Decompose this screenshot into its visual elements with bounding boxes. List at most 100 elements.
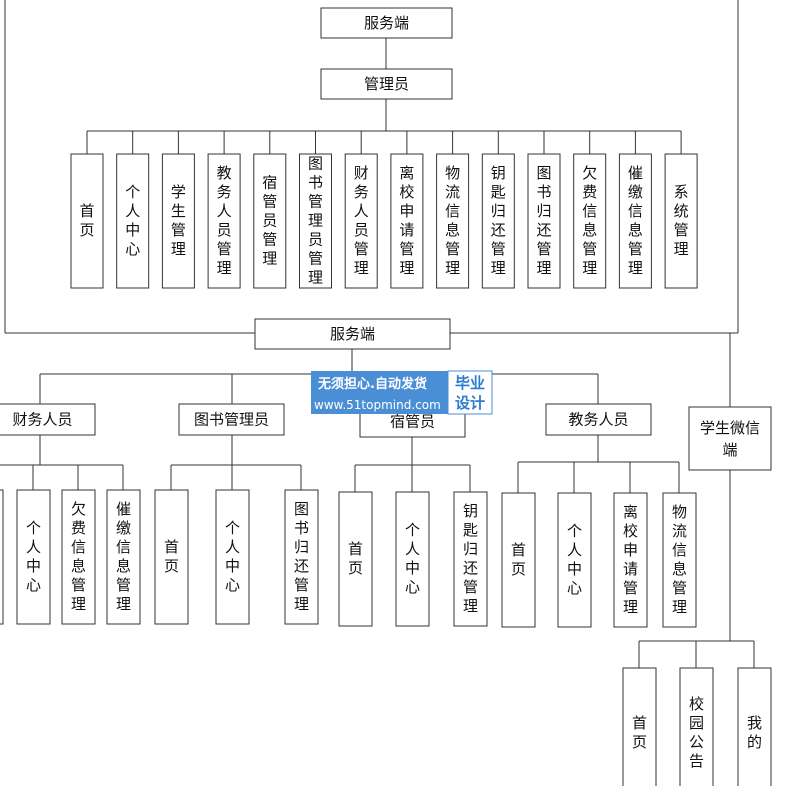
admin-module-label: 欠费信息管理: [582, 164, 597, 277]
academic-module-label: 首页: [511, 541, 526, 578]
admin-module: 个人中心: [116, 153, 150, 289]
admin-module-label: 学生管理: [171, 183, 186, 258]
role-dorm-label: 宿管员: [390, 413, 435, 431]
finance-module-label: 欠费信息管理: [71, 500, 86, 613]
watermark-badge-bg: [447, 370, 493, 415]
admin-module-box: [70, 153, 104, 289]
admin-module-box: [527, 153, 561, 289]
dorm-module-label: 钥匙归还管理: [463, 502, 478, 615]
admin-module-label: 系统管理: [674, 183, 689, 258]
admin-module: 图书管理员管理: [299, 153, 332, 289]
admin-module-label: 财务人员管理: [354, 164, 369, 277]
librarian-module-label: 图书归还管理: [294, 500, 309, 613]
mid-server-node: 服务端: [254, 318, 451, 350]
admin-node-box: [320, 68, 453, 100]
admin-module-label: 个人中心: [125, 183, 140, 258]
admin-module-box: [436, 153, 470, 289]
finance-module: 个人中心: [16, 489, 51, 625]
finance-module: 催缴信息管理: [106, 489, 141, 625]
admin-module-box: [253, 153, 287, 289]
admin-module: 系统管理: [664, 153, 698, 289]
wechat-module: 校园公告: [679, 667, 714, 786]
admin-module-label: 离校申请管理: [399, 164, 414, 277]
admin-module-box: [390, 153, 424, 289]
role-wechat-box: [688, 406, 772, 471]
dorm-module-label: 首页: [348, 540, 363, 577]
wechat-module-box: [679, 667, 714, 786]
admin-module: 首页: [70, 153, 104, 289]
admin-node-label: 管理员: [364, 75, 409, 93]
academic-module-box: [662, 492, 697, 628]
admin-module-box: [116, 153, 150, 289]
role-librarian-box: [178, 403, 285, 436]
academic-module-label: 物流信息管理: [672, 503, 687, 616]
admin-module: 离校申请管理: [390, 153, 424, 289]
role-wechat: [688, 406, 772, 471]
librarian-module-label: 首页: [164, 538, 179, 575]
librarian-module: 首页: [154, 489, 189, 625]
role-finance-box: [0, 403, 96, 436]
dorm-module: 首页: [338, 491, 373, 627]
librarian-module-box: [154, 489, 189, 625]
watermark-badge-line2: 设计: [455, 394, 485, 412]
admin-module-box: [664, 153, 698, 289]
dorm-module: 钥匙归还管理: [453, 491, 488, 627]
role-finance-label: 财务人员: [12, 411, 72, 429]
top-server-node-box: [320, 7, 453, 39]
admin-module-label: 宿管员管理: [262, 174, 277, 268]
admin-module: 物流信息管理: [436, 153, 470, 289]
role-academic: 教务人员: [545, 403, 652, 436]
top-server-node-label: 服务端: [364, 14, 409, 32]
mid-server-node-box: [254, 318, 451, 350]
finance-module-label: 个人中心: [26, 519, 41, 594]
admin-node: 管理员: [320, 68, 453, 100]
librarian-module: 图书归还管理: [284, 489, 319, 625]
admin-module-label: 物流信息管理: [445, 164, 460, 277]
academic-module: 首页: [501, 492, 536, 628]
admin-module: 催缴信息管理: [618, 153, 652, 289]
admin-module: 财务人员管理: [344, 153, 378, 289]
finance-module-box: [106, 489, 141, 625]
admin-module: 图书归还管理: [527, 153, 561, 289]
wechat-module: 首页: [622, 667, 657, 786]
academic-module-label: 个人中心: [567, 522, 582, 597]
admin-module-box: [481, 153, 515, 289]
wechat-module-label: 我的: [747, 714, 762, 751]
admin-module-label: 钥匙归还管理: [491, 164, 506, 277]
dorm-module-box: [395, 491, 430, 627]
admin-module-label: 首页: [79, 202, 94, 239]
admin-module: 欠费信息管理: [573, 153, 607, 289]
wechat-module-box: [622, 667, 657, 786]
wechat-module-box: [737, 667, 772, 786]
wechat-module-label: 首页: [632, 714, 647, 751]
admin-module-box: [299, 153, 332, 289]
dorm-module: 个人中心: [395, 491, 430, 627]
watermark-bg: [311, 371, 448, 414]
watermark-line1: 无须担心.自动发货: [317, 376, 427, 392]
academic-module-box: [557, 492, 592, 628]
watermark-badge-line1: 毕业: [455, 374, 485, 392]
admin-module: 教务人员管理: [207, 153, 241, 289]
librarian-module-label: 个人中心: [225, 519, 240, 594]
role-academic-label: 教务人员: [568, 411, 628, 429]
admin-module-box: [573, 153, 607, 289]
diagram-nodes: 服务端管理员首页个人中心学生管理教务人员管理宿管员管理图书管理员管理财务人员管理…: [0, 7, 772, 786]
wechat-module: 我的: [737, 667, 772, 786]
admin-module: 宿管员管理: [253, 153, 287, 289]
role-librarian-label: 图书管理员: [194, 411, 269, 429]
finance-module: 欠费信息管理: [61, 489, 96, 625]
admin-module-box: [161, 153, 195, 289]
finance-module-box: [61, 489, 96, 625]
academic-module-box: [613, 492, 648, 628]
role-academic-box: [545, 403, 652, 436]
admin-module-label: 图书管理员管理: [308, 155, 323, 287]
academic-module-label: 离校申请管理: [623, 503, 638, 616]
finance-module-box: [16, 489, 51, 625]
librarian-module: 个人中心: [215, 489, 250, 625]
admin-module-box: [618, 153, 652, 289]
finance-module-label: 催缴信息管理: [116, 500, 131, 613]
academic-module: 个人中心: [557, 492, 592, 628]
admin-module-box: [344, 153, 378, 289]
